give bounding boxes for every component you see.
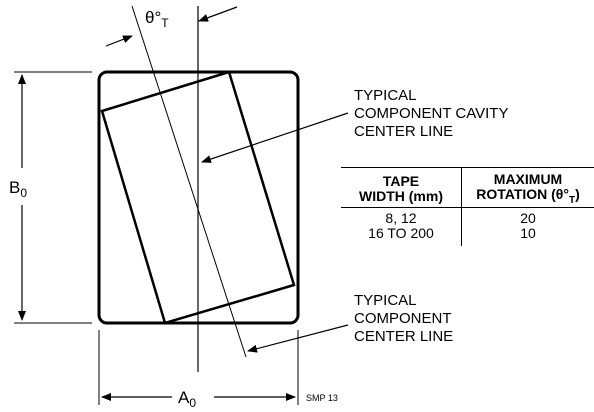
cell-max-rotation: 10 — [520, 225, 536, 241]
theta-arrow-left — [105, 35, 133, 47]
table-row: 8, 12 20 — [341, 207, 594, 226]
col-max-rotation-header: MAXIMUM ROTATION (θ°T) — [461, 167, 594, 208]
cavity-callout-line2: COMPONENT CAVITY — [354, 105, 508, 122]
rotation-table-header: TAPE WIDTH (mm) MAXIMUM ROTATION (θ°T) — [341, 167, 594, 208]
table-row: 16 TO 200 10 — [341, 226, 594, 246]
component-callout-line1: TYPICAL — [354, 292, 417, 309]
rotation-table: TAPE WIDTH (mm) MAXIMUM ROTATION (θ°T) 8… — [341, 167, 594, 246]
a0-label: A0 — [178, 388, 196, 410]
component-callout-line2: COMPONENT — [354, 310, 452, 327]
cavity-callout-leader — [201, 112, 349, 163]
cell-max-rotation: 20 — [520, 210, 536, 226]
cell-tape-width: 16 TO 200 — [341, 226, 462, 246]
component-callout-line3: CENTER LINE — [354, 328, 453, 345]
cavity-callout-line3: CENTER LINE — [354, 123, 453, 140]
b0-label: B0 — [9, 178, 27, 200]
component-outline — [100, 70, 296, 325]
theta-label: θ°T — [145, 8, 169, 30]
cell-tape-width: 8, 12 — [341, 207, 462, 226]
figure-code: SMP 13 — [306, 393, 338, 403]
component-callout-leader — [247, 324, 349, 353]
component-center-line — [131, 5, 247, 358]
col-tape-width-header: TAPE WIDTH (mm) — [341, 167, 462, 208]
cavity-callout-line1: TYPICAL — [354, 87, 417, 104]
theta-arrow-right — [198, 6, 238, 22]
